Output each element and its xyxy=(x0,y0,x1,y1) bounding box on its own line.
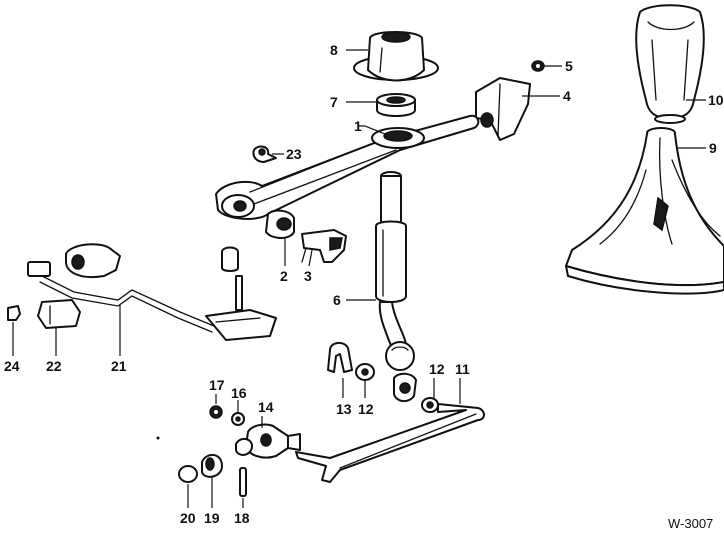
shift-lever-part xyxy=(375,171,417,402)
callout-4: 4 xyxy=(563,88,571,104)
spring-clip-part xyxy=(327,342,353,373)
callout-13: 13 xyxy=(336,401,352,417)
cable-linkage-part xyxy=(39,246,277,341)
joint-part xyxy=(245,423,301,459)
callout-8: 8 xyxy=(330,42,338,58)
small-nut-part xyxy=(209,405,223,419)
bushing-part xyxy=(376,93,416,117)
washer-part xyxy=(355,363,375,381)
callout-16: 16 xyxy=(231,385,247,401)
callout-12-upper: 12 xyxy=(429,361,445,377)
callout-6: 6 xyxy=(333,292,341,308)
pin-part xyxy=(235,438,253,497)
sleeve-part xyxy=(201,454,223,478)
small-bushing-part xyxy=(265,209,295,239)
callout-24: 24 xyxy=(4,358,20,374)
shift-rod-part xyxy=(295,403,485,483)
shift-knob-part xyxy=(635,4,705,124)
small-washer-part xyxy=(231,412,245,426)
callout-22: 22 xyxy=(46,358,62,374)
bracket-part xyxy=(475,77,531,141)
small-clip-part xyxy=(7,305,21,321)
diagram-reference-code: W-3007 xyxy=(668,516,713,531)
retainer-part xyxy=(301,229,347,263)
callout-7: 7 xyxy=(330,94,338,110)
switch-part xyxy=(27,243,121,278)
callout-20: 20 xyxy=(180,510,196,526)
selector-arm-part xyxy=(215,114,480,220)
washer-part-2 xyxy=(421,397,439,413)
callout-19: 19 xyxy=(204,510,220,526)
callout-23: 23 xyxy=(286,146,302,162)
callout-2: 2 xyxy=(280,268,288,284)
clip-part xyxy=(252,145,277,163)
callout-10: 10 xyxy=(708,92,724,108)
callout-9: 9 xyxy=(709,140,717,156)
shift-boot-part xyxy=(565,127,724,295)
plug-part xyxy=(37,299,81,329)
callout-1: 1 xyxy=(354,118,362,134)
callout-18: 18 xyxy=(234,510,250,526)
callout-3: 3 xyxy=(304,268,312,284)
callout-14: 14 xyxy=(258,399,274,415)
cap-part xyxy=(178,465,198,483)
callout-12-lower: 12 xyxy=(358,401,374,417)
callout-5: 5 xyxy=(565,58,573,74)
callout-11: 11 xyxy=(455,361,470,377)
callout-labels: 8 7 1 5 4 10 9 23 2 3 6 13 12 12 11 14 1… xyxy=(4,42,724,526)
callout-21: 21 xyxy=(111,358,127,374)
callout-17: 17 xyxy=(209,377,225,393)
stray-dot xyxy=(156,436,160,440)
rubber-boot-part xyxy=(353,31,439,82)
leader-lines xyxy=(12,49,706,508)
